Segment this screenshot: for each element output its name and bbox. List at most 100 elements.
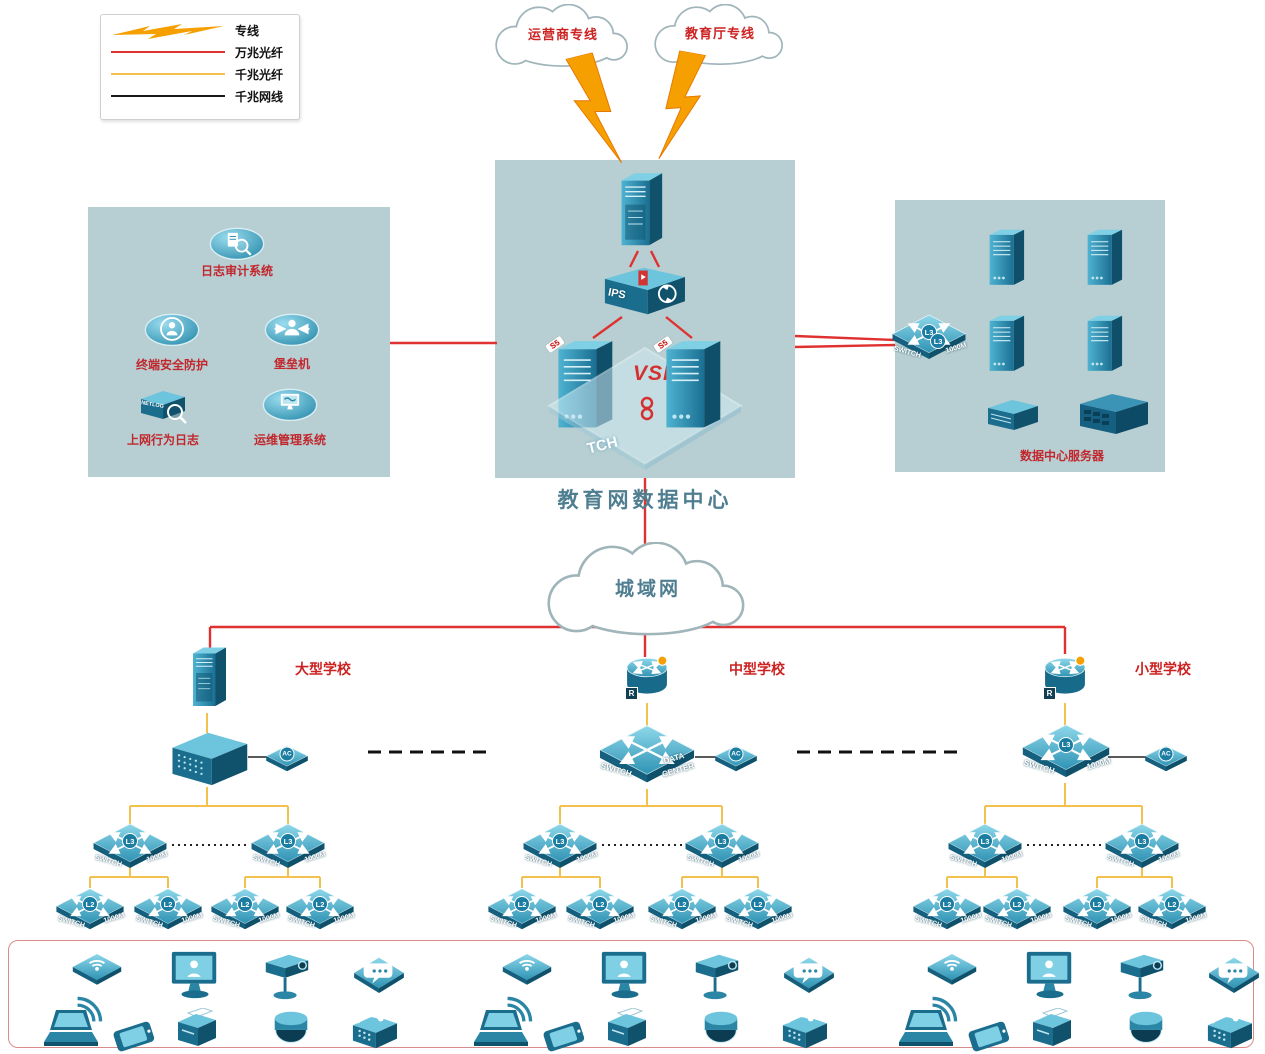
carrier-cloud: 运营商专线 <box>486 4 640 70</box>
l2-switch-node: L2 SWITCH 1000M <box>912 886 982 932</box>
wifi-ap-icon <box>70 948 124 986</box>
l3-badge: L3 <box>714 833 730 849</box>
l3-badge: L3 <box>552 833 568 849</box>
medium-school-ac-device: AC <box>712 737 760 775</box>
router-badge: R <box>1043 687 1056 700</box>
l2-switch-node: L2 SWITCH 1000M <box>723 886 793 932</box>
l2-badge: L2 <box>939 896 955 913</box>
l3-switch-node: L3 SWITCH 1000M <box>250 821 326 871</box>
wifi-ap-icon <box>925 948 979 986</box>
desktop-monitor-icon <box>596 948 654 1002</box>
l2-switch-node: L2 SWITCH 1000M <box>982 886 1052 932</box>
ops-management-label: 运维管理系统 <box>253 433 326 447</box>
router-badge: R <box>625 687 638 700</box>
blade-chassis-icon <box>1074 390 1152 440</box>
man-cloud: 城域网 <box>534 542 762 640</box>
l2-switch-node: L2 SWITCH 1000M <box>55 886 125 932</box>
l3-switch-node: L3 SWITCH 1000M <box>947 821 1023 871</box>
l3-badge: L3 <box>977 833 993 849</box>
datacenter-switch-icon <box>598 722 696 786</box>
legend-row-1g-fiber: 千兆光纤 <box>101 63 299 85</box>
l2-switch-node: L2 SWITCH 1000M <box>565 886 635 932</box>
l2-switch-node: L2 SWITCH 1000M <box>133 886 203 932</box>
datacenter-server-tower <box>1084 228 1124 290</box>
ac-badge: AC <box>279 746 295 762</box>
l2-badge: L2 <box>237 896 253 913</box>
medium-school-core-switch: SWITCH DATA CENTER <box>598 722 696 786</box>
l3-switch-node: L3 SWITCH 1000M <box>684 821 760 871</box>
legend-label: 千兆光纤 <box>235 67 284 82</box>
l3-badge: L3 <box>280 833 296 849</box>
chat-terminal-icon <box>350 950 408 994</box>
netlog-device-label: 上网行为日志 <box>126 433 199 447</box>
netlog-device: NETLOG <box>131 383 195 427</box>
printer-icon <box>1023 1008 1079 1052</box>
ac-badge: AC <box>1158 746 1174 762</box>
large-school-ac-device: AC <box>263 737 311 775</box>
dome-camera-icon <box>698 1006 744 1052</box>
school-name-large: 大型学校 <box>295 661 351 677</box>
l3-badge: L3 <box>930 333 947 349</box>
medium-school-router: R <box>624 650 670 702</box>
l3-badge: L3 <box>1058 736 1074 753</box>
l2-switch-node: L2 SWITCH 1000M <box>647 886 717 932</box>
chat-terminal-icon <box>1205 950 1263 994</box>
laptop-icon <box>897 1008 955 1050</box>
legend-label: 千兆网线 <box>235 89 284 104</box>
server-icon <box>661 334 723 440</box>
l2-badge: L2 <box>1089 896 1105 913</box>
bastion-host-label: 堡垒机 <box>273 357 310 371</box>
dome-camera-icon <box>1123 1006 1169 1052</box>
l2-badge: L2 <box>674 896 690 913</box>
datacenter-server-tower <box>986 228 1026 290</box>
carrier-cloud-label: 运营商专线 <box>527 26 598 42</box>
l2-badge: L2 <box>1009 896 1025 913</box>
cctv-camera-icon <box>260 946 314 1004</box>
legend: 专线 万兆光纤 千兆光纤 千兆网线 <box>100 14 300 120</box>
dome-camera-icon <box>268 1006 314 1052</box>
smartphone-icon <box>110 1020 158 1054</box>
datacenter-server-tower <box>986 314 1026 376</box>
school-name-medium: 中型学校 <box>729 661 785 677</box>
l3-badge: L3 <box>122 833 138 849</box>
log-audit-system-icon <box>205 220 269 264</box>
vsf-label: VSF <box>633 362 677 386</box>
lightning-line-icon <box>109 21 227 39</box>
ops-management-icon <box>258 381 322 425</box>
legend-row-1g-cable: 千兆网线 <box>101 85 299 107</box>
core-firewall-icon <box>616 170 664 254</box>
fax-phone-icon <box>1199 1008 1259 1054</box>
l2-badge: L2 <box>1164 896 1180 913</box>
education-cloud: 教育厅专线 <box>642 4 798 68</box>
small-school-ac-device: AC <box>1142 737 1190 775</box>
black-line-icon <box>109 95 227 97</box>
datacenter-title: 教育网数据中心 <box>557 488 733 512</box>
server-zone-switch: L3 L3 SWITCH 1000M <box>891 312 967 362</box>
large-school-server-icon <box>186 646 230 712</box>
large-school-gateway-icon <box>165 729 251 787</box>
l2-switch-node: L2 SWITCH 1000M <box>1062 886 1132 932</box>
legend-row-dedicated-line: 专线 <box>101 19 299 41</box>
fax-phone-icon <box>344 1008 404 1054</box>
ips-device: IPS <box>599 264 689 318</box>
l2-switch-node: L2 SWITCH 1000M <box>487 886 557 932</box>
server-zone-title: 数据中心服务器 <box>1019 449 1104 463</box>
ac-badge: AC <box>728 746 744 762</box>
legend-row-10g-fiber: 万兆光纤 <box>101 41 299 63</box>
terminal-security-label: 终端安全防护 <box>135 358 208 372</box>
fax-phone-icon <box>774 1008 834 1054</box>
rack-server-icon <box>982 396 1042 434</box>
l2-badge: L2 <box>82 896 98 913</box>
laptop-icon <box>42 1008 100 1050</box>
cctv-camera-icon <box>1115 946 1169 1004</box>
netlog-icon <box>141 391 187 424</box>
printer-icon <box>598 1008 654 1052</box>
l2-switch-node: L2 SWITCH 1000M <box>210 886 280 932</box>
l2-badge: L2 <box>312 896 328 913</box>
l2-badge: L2 <box>160 896 176 913</box>
l2-badge: L2 <box>514 896 530 913</box>
vsf-link-icon <box>640 396 654 420</box>
bastion-host-icon <box>260 306 324 350</box>
small-school-router: R <box>1042 650 1088 702</box>
desktop-monitor-icon <box>166 948 224 1002</box>
